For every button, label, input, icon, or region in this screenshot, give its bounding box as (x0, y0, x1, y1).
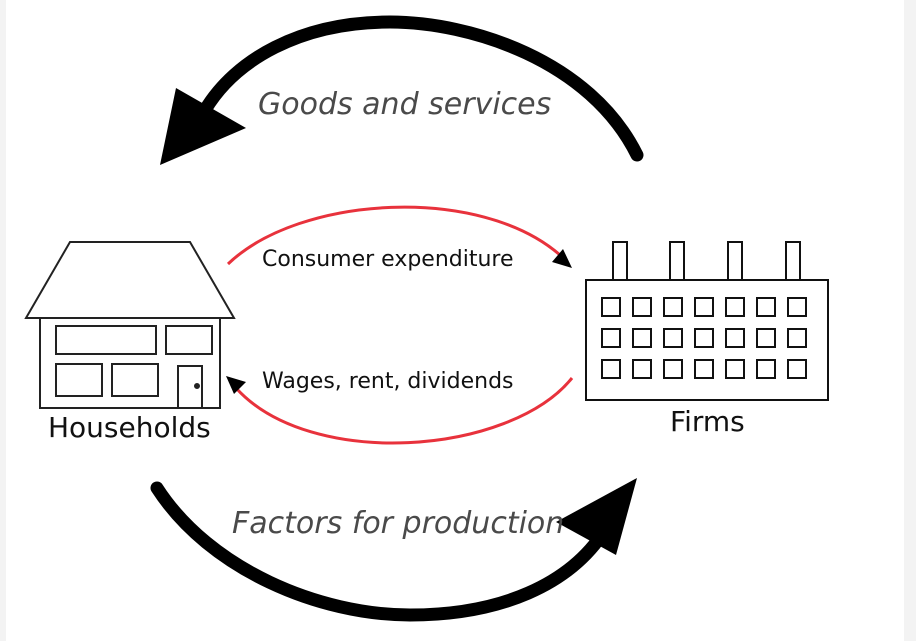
left-border (0, 0, 6, 641)
right-border (904, 0, 916, 641)
house-icon (24, 241, 236, 409)
factory-window (601, 359, 621, 379)
factory-window (787, 297, 807, 317)
factory-window (756, 328, 776, 348)
factory-window (601, 328, 621, 348)
firms-label: Firms (670, 405, 745, 438)
factors-production-arrow (150, 478, 637, 622)
factory-window (725, 328, 745, 348)
consumer-expenditure-arrow (226, 205, 572, 268)
factory-window (632, 328, 652, 348)
factory-window (725, 359, 745, 379)
factory-window (694, 297, 714, 317)
factory-icon (585, 241, 829, 401)
goods-services-arrow (160, 15, 644, 165)
factory-window (756, 359, 776, 379)
factory-window (725, 297, 745, 317)
factory-window (756, 297, 776, 317)
goods-services-label: Goods and services (258, 87, 551, 122)
factory-window (632, 359, 652, 379)
factory-window (663, 297, 683, 317)
wages-rent-dividends-label: Wages, rent, dividends (262, 369, 514, 394)
factory-window (632, 297, 652, 317)
households-label: Households (48, 411, 211, 444)
factory-window (663, 359, 683, 379)
factory-window (663, 328, 683, 348)
factory-window (787, 359, 807, 379)
factory-window (787, 328, 807, 348)
factory-window (601, 297, 621, 317)
wages-rent-dividends-arrow (226, 376, 574, 445)
factory-window (694, 328, 714, 348)
factory-window (694, 359, 714, 379)
factors-production-label: Factors for production (232, 506, 564, 541)
consumer-expenditure-label: Consumer expenditure (262, 247, 514, 272)
